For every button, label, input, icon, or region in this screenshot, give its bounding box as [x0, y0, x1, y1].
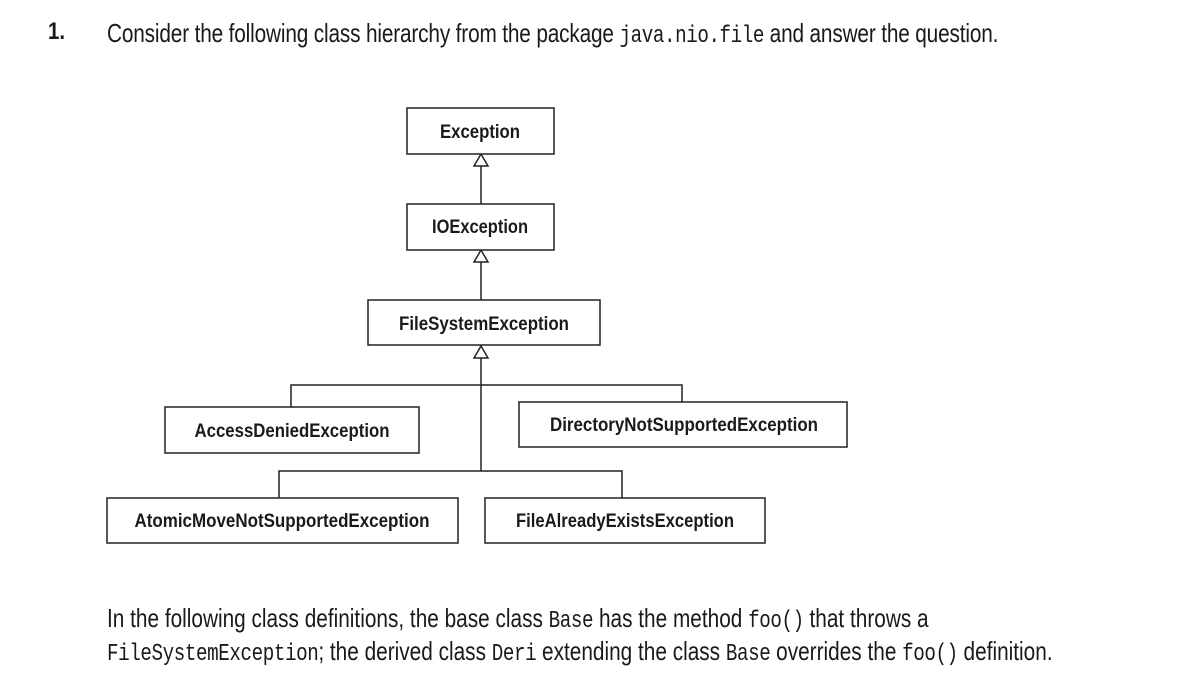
- class-box-access-denied: AccessDeniedException: [164, 406, 420, 454]
- paragraph-text: overrides the: [770, 636, 903, 666]
- connector-lower-branch: [278, 470, 623, 498]
- code-foo: foo(): [902, 641, 958, 668]
- connector-upper-branch: [290, 384, 683, 407]
- paragraph-text: ; the derived class: [318, 636, 492, 666]
- class-box-ioexception: IOException: [406, 203, 555, 251]
- class-label-filesystemexception: FileSystemException: [399, 314, 569, 335]
- class-box-file-already-exists: FileAlreadyExistsException: [484, 497, 766, 544]
- inheritance-arrow-exception: [472, 152, 490, 167]
- code-foo: foo(): [748, 608, 804, 635]
- code-base: Base: [548, 608, 594, 635]
- class-label-access-denied: AccessDeniedException: [195, 421, 390, 442]
- class-box-atomic-move: AtomicMoveNotSupportedException: [106, 497, 459, 544]
- class-label-directory-not-supported: DirectoryNotSupportedException: [550, 415, 818, 436]
- class-label-file-already-exists: FileAlreadyExistsException: [516, 511, 734, 532]
- code-deri: Deri: [491, 641, 537, 668]
- package-name-code: java.nio.file: [619, 23, 765, 50]
- question-text-after: and answer the question.: [764, 18, 999, 48]
- inheritance-arrow-ioexception: [472, 248, 490, 263]
- paragraph-text: that throws a: [803, 603, 929, 633]
- paragraph-text: has the method: [593, 603, 749, 633]
- class-box-directory-not-supported: DirectoryNotSupportedException: [518, 401, 848, 448]
- question-number: 1.: [48, 18, 66, 45]
- class-label-ioexception: IOException: [432, 217, 528, 238]
- paragraph-line-1: In the following class definitions, the …: [107, 603, 929, 635]
- class-label-exception: Exception: [440, 122, 520, 143]
- question-text: Consider the following class hierarchy f…: [107, 18, 998, 50]
- paragraph-text: In the following class definitions, the …: [107, 603, 549, 633]
- class-label-atomic-move: AtomicMoveNotSupportedException: [135, 511, 430, 532]
- question-text-before: Consider the following class hierarchy f…: [107, 18, 620, 48]
- class-box-exception: Exception: [406, 107, 555, 155]
- paragraph-text: definition.: [957, 636, 1053, 666]
- paragraph-line-2: FileSystemException; the derived class D…: [107, 636, 1053, 668]
- inheritance-arrow-filesystemexception: [472, 344, 490, 359]
- code-filesystemexception: FileSystemException: [107, 641, 319, 668]
- paragraph-text: extending the class: [536, 636, 726, 666]
- code-base: Base: [725, 641, 771, 668]
- class-box-filesystemexception: FileSystemException: [367, 299, 601, 346]
